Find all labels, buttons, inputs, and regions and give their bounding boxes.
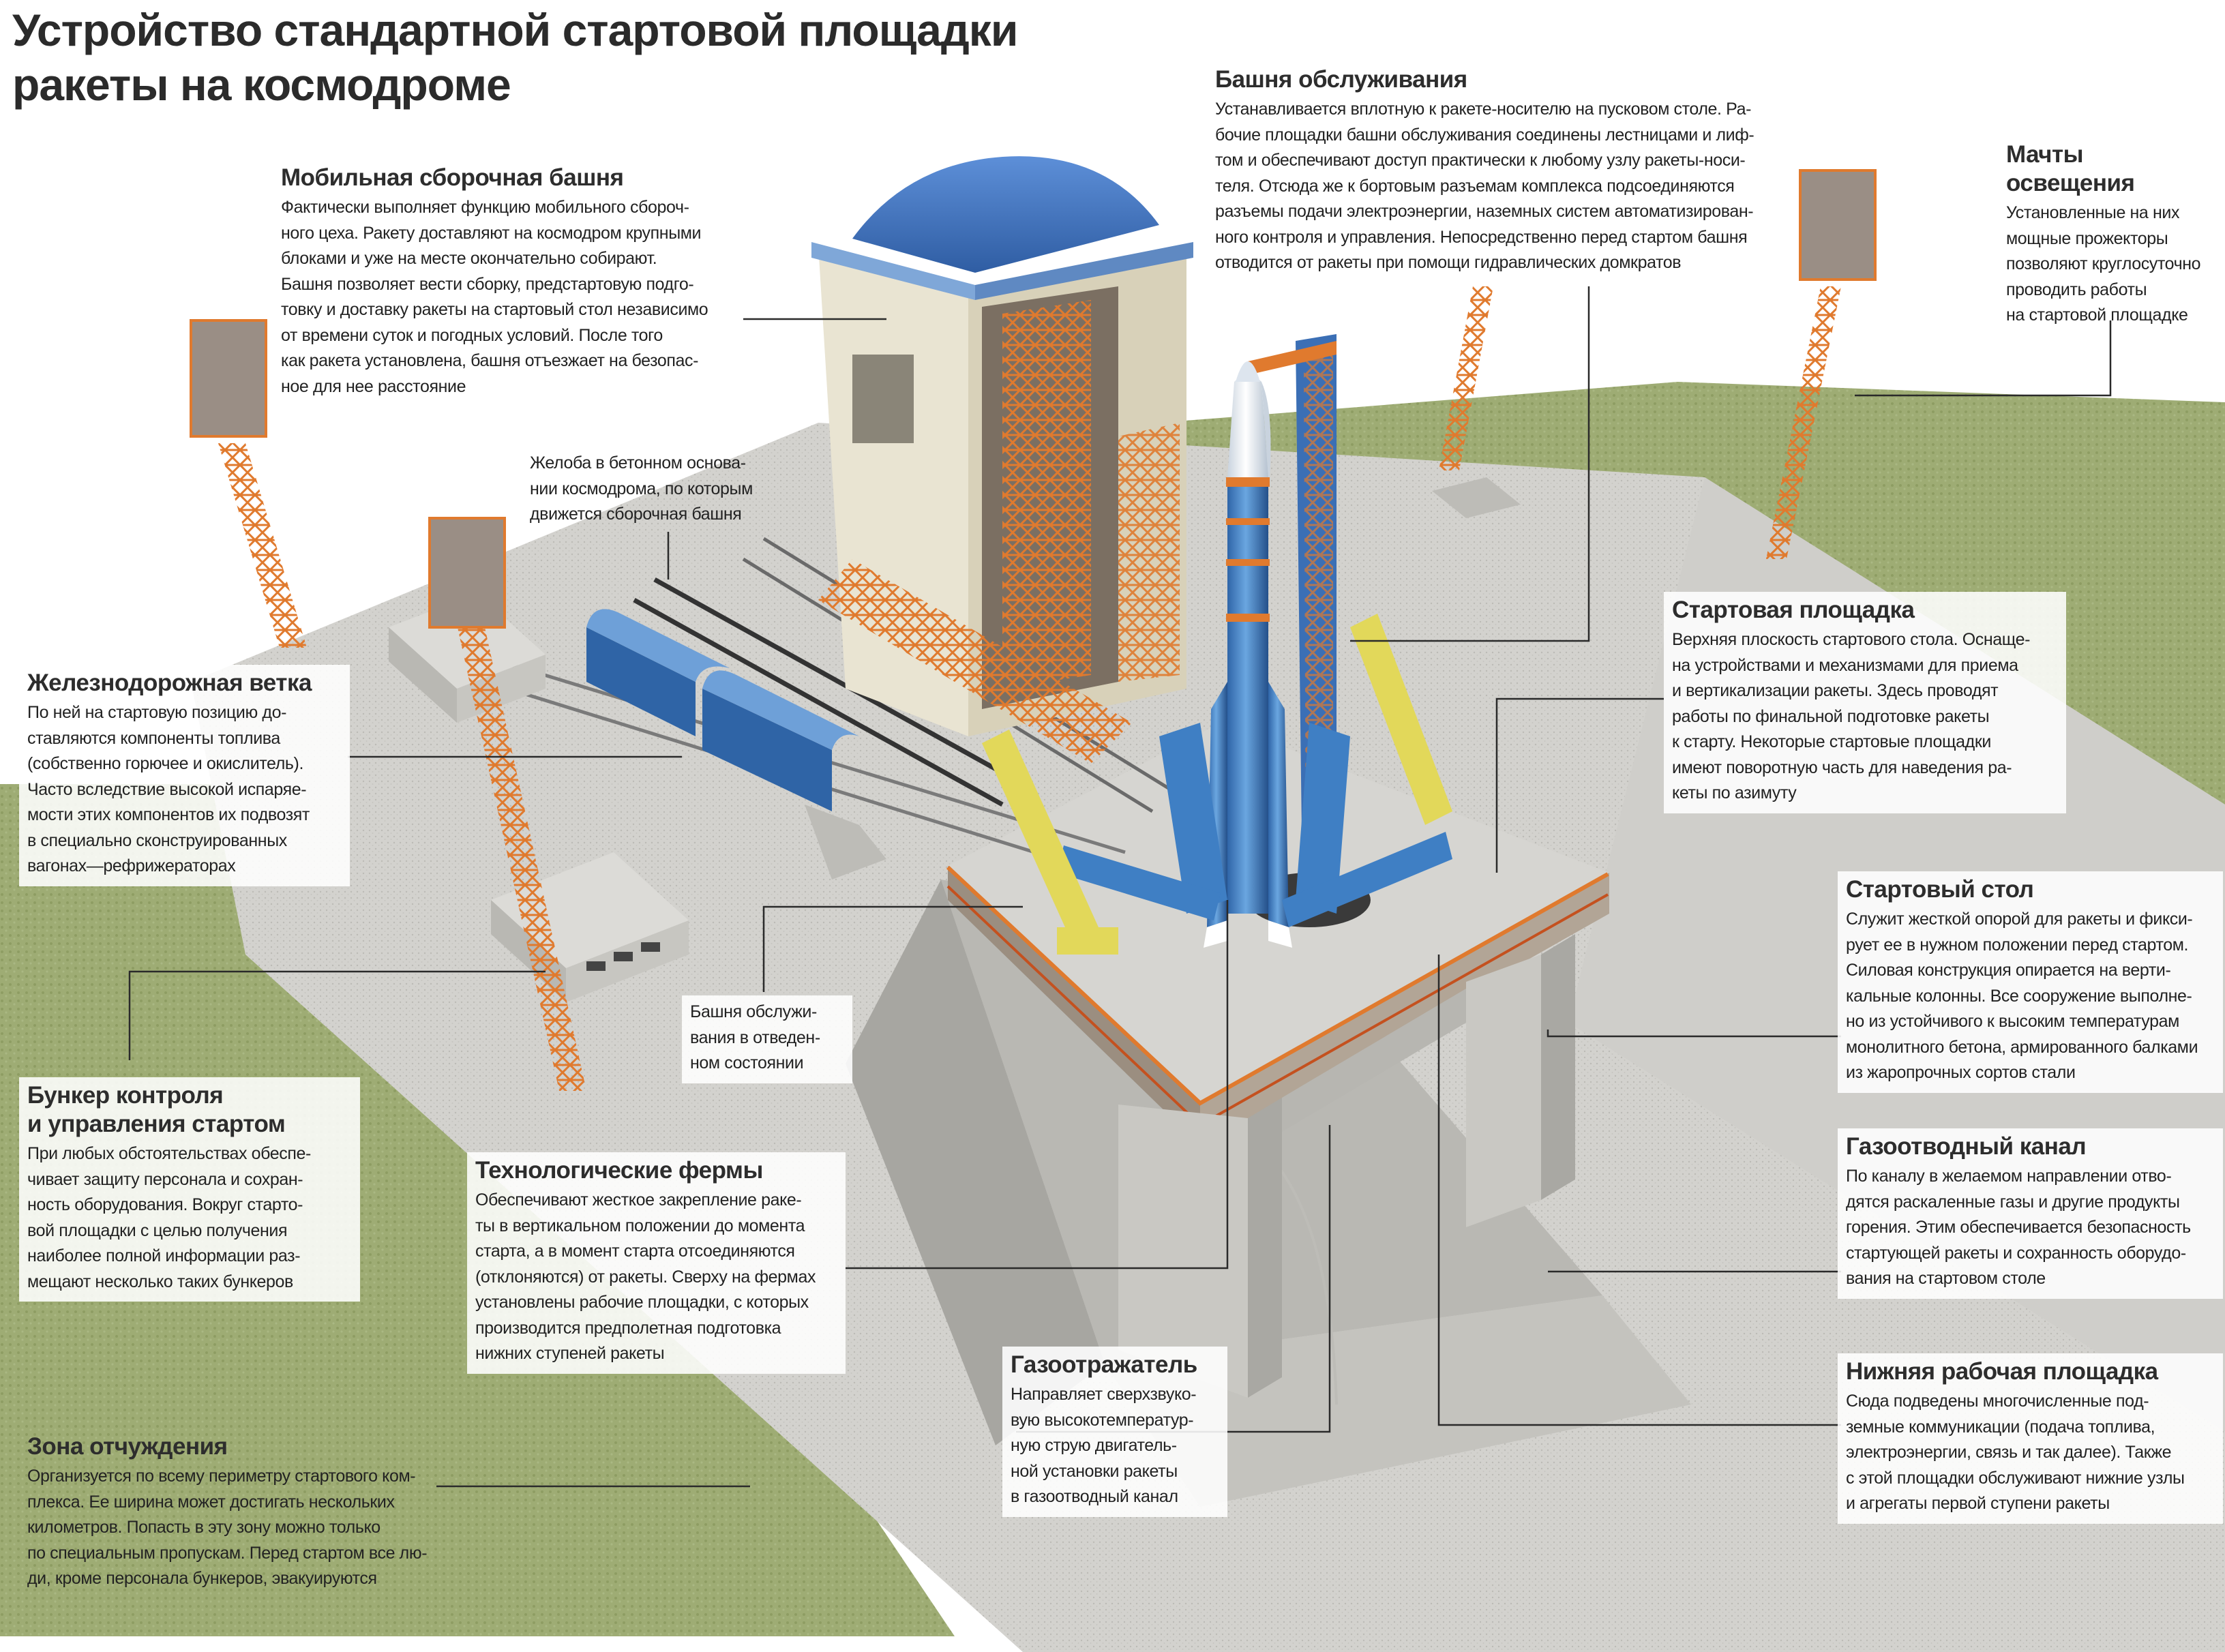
launch-table (946, 723, 1609, 1398)
callout-text: Служит жесткой опорой для ракеты и фикси… (1846, 910, 2198, 1082)
callout-text: Сюда подведены многочисленные под- земны… (1846, 1392, 2185, 1513)
callout-railway: Железнодорожная ветка По ней на стартову… (19, 665, 350, 886)
callout-tech-trusses: Технологические фермы Обеспечивают жестк… (467, 1152, 846, 1374)
callout-launch-pad: Стартовая площадка Верхняя плоскость ста… (1664, 592, 2066, 813)
callout-light-masts: Мачты освещения Установленные на них мощ… (1998, 136, 2223, 335)
callout-service-tower: Башня обслуживания Устанавливается вплот… (1207, 61, 1821, 283)
callout-heading: Мачты освещения (2006, 141, 2135, 196)
callout-text: Устанавливается вплотную к ракете-носите… (1215, 100, 1754, 272)
callout-lower-platform: Нижняя рабочая площадка Сюда подведены м… (1838, 1353, 2223, 1524)
callout-launch-table: Стартовый стол Служит жесткой опорой для… (1838, 871, 2223, 1093)
light-masts (190, 169, 1877, 1091)
callout-text: Установленные на них мощные прожекторы п… (2006, 203, 2201, 325)
callout-gas-deflector: Газоотражатель Направляет сверхзвуко- ву… (1002, 1347, 1227, 1517)
callout-bunker: Бункер контроля и управления стартом При… (19, 1077, 360, 1302)
callout-heading: Зона отчуждения (27, 1433, 228, 1460)
callout-heading: Газоотводный канал (1846, 1133, 2087, 1160)
callout-text: По ней на стартовую позицию до- ставляют… (27, 703, 310, 875)
launch-support-arms (1057, 723, 1452, 927)
callout-tower-retracted: Башня обслужи- вания в отведен- ном сост… (682, 995, 852, 1083)
callout-heading: Стартовая площадка (1672, 597, 1915, 623)
page-title: Устройство стандартной стартовой площадк… (12, 5, 1018, 110)
technological-trusses (982, 614, 1452, 955)
callout-text: По каналу в желаемом направлении отво- д… (1846, 1167, 2191, 1288)
rail-tank-cars (586, 609, 886, 880)
callout-text: При любых обстоятельствах обеспе- чивает… (27, 1144, 311, 1291)
callout-heading: Газоотражатель (1011, 1351, 1197, 1378)
callout-gas-channel: Газоотводный канал По каналу в желаемом … (1838, 1128, 2223, 1299)
callout-text: Башня обслужи- вания в отведен- ном сост… (690, 1002, 820, 1072)
callout-heading: Мобильная сборочная башня (281, 164, 624, 191)
callout-heading: Железнодорожная ветка (27, 670, 312, 696)
callout-text: Фактически выполняет функцию мобильного … (281, 198, 708, 396)
tower-rail-trusses (818, 559, 1132, 764)
callout-assembly-tower: Мобильная сборочная башня Фактически вып… (273, 160, 750, 406)
callout-heading: Нижняя рабочая площадка (1846, 1358, 2158, 1385)
callout-text: Организуется по всему периметру стартово… (27, 1467, 428, 1588)
callout-heading: Стартовый стол (1846, 876, 2034, 903)
callout-text: Желоба в бетонном основа- нии космодрома… (530, 453, 753, 524)
callout-grooves: Желоба в бетонном основа- нии космодрома… (522, 447, 808, 535)
callout-heading: Бункер контроля и управления стартом (27, 1082, 286, 1137)
callout-text: Направляет сверхзвуко- вую высокотемпера… (1011, 1385, 1197, 1506)
callout-heading: Башня обслуживания (1215, 66, 1467, 93)
callout-text: Обеспечивают жесткое закрепление раке- т… (475, 1190, 816, 1363)
callout-heading: Технологические фермы (475, 1157, 763, 1184)
callout-text: Верхняя плоскость стартового стола. Осна… (1672, 630, 2031, 802)
callout-exclusion-zone: Зона отчуждения Организуется по всему пе… (19, 1428, 483, 1599)
